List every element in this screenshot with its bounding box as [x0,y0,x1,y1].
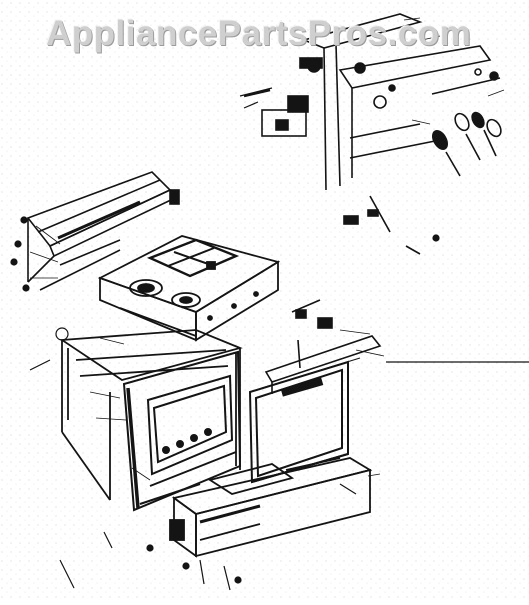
leader-lines [29,17,505,481]
burner-valves [343,68,502,255]
watermark-text: AppliancePartsPros.com [46,14,472,53]
control-manifold [243,13,492,191]
side-panel [264,299,382,394]
left-burner-grate [129,279,201,308]
backguard-assembly [26,171,180,291]
right-burner-grate [146,238,240,278]
loose-parts [10,87,440,591]
storage-drawer [169,457,373,558]
cooktop [97,235,281,342]
oven-door-frame [122,350,242,512]
door-handle [280,377,324,397]
